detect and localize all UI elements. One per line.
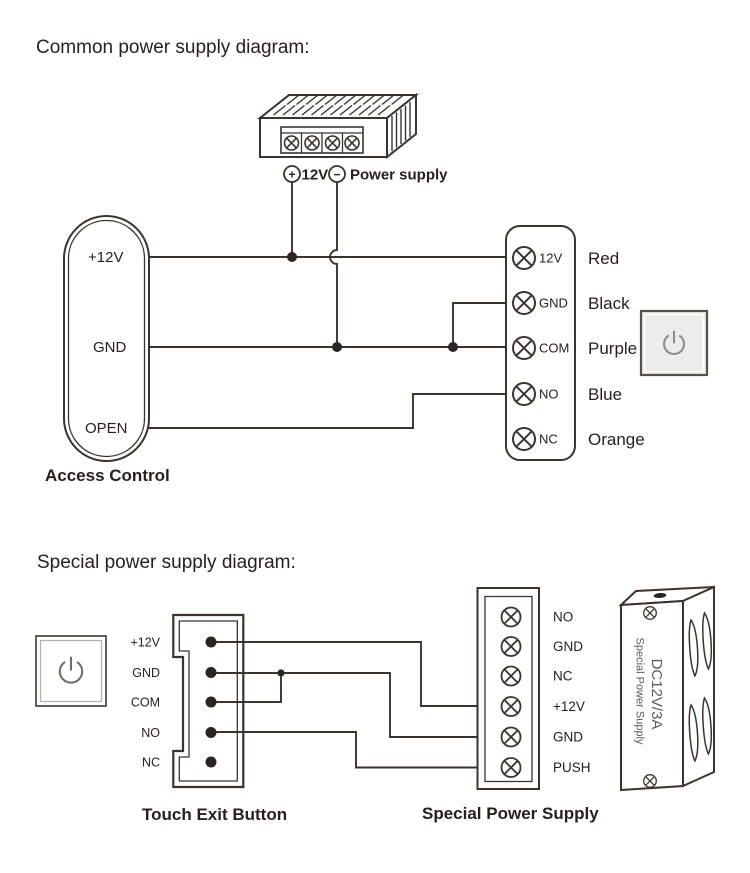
screw-terminal-icon	[500, 726, 522, 748]
screw-terminal-icon	[500, 696, 522, 717]
terminal-label: GND	[539, 296, 568, 311]
box-model-label: DC12V/3A	[648, 659, 665, 730]
minus-sign: −	[333, 168, 340, 182]
screw-terminal-icon	[512, 382, 536, 406]
connector-pin	[205, 636, 217, 648]
terminal-label: GND	[553, 639, 583, 654]
reader-terminal-label: GND	[93, 339, 127, 356]
special-wires	[205, 636, 501, 769]
reader-body	[63, 215, 150, 462]
screw-terminal-icon	[512, 246, 536, 270]
side-hatch-lines	[391, 102, 411, 151]
wire-12v	[211, 641, 501, 707]
access-control-device: +12V GND OPEN Access Control	[45, 215, 170, 485]
junction-dot	[287, 252, 297, 262]
screw-terminal-icon	[500, 636, 522, 657]
screw-terminal-icon	[344, 135, 360, 151]
connector-pin	[205, 727, 217, 738]
top-hatch-lines	[263, 94, 404, 116]
section-title: Common power supply diagram:	[36, 37, 310, 58]
screw-terminal-icon	[512, 336, 536, 360]
box-side-face	[682, 585, 715, 788]
wire-gnd-branch	[452, 302, 506, 347]
special-supply-caption: Special Power Supply	[422, 804, 599, 823]
pin-label: COM	[131, 696, 160, 710]
terminal-label: NO	[539, 387, 559, 402]
terminal-strip	[280, 126, 364, 154]
wire-color-label: Orange	[588, 430, 645, 449]
special-power-supply-diagram: Special power supply diagram: +12V GND C…	[35, 552, 715, 824]
terminal-label: GND	[553, 730, 583, 745]
screw-terminal-icon	[500, 606, 522, 628]
wire-color-label: Purple	[588, 339, 637, 358]
screw-terminal-icon	[304, 135, 320, 151]
strip-inner	[484, 595, 533, 783]
supply-polarity: + 12V − Power supply	[283, 165, 448, 184]
terminal-label: PUSH	[553, 760, 591, 775]
terminal-label: 12V	[539, 251, 562, 266]
reader-terminal-label: +12V	[88, 249, 123, 266]
screw-terminal-icon	[643, 774, 657, 788]
wire-gnd	[211, 672, 501, 738]
screw-terminal-icon	[324, 135, 341, 151]
voltage-label: 12V	[302, 167, 329, 184]
terminal-label: COM	[539, 341, 569, 356]
wire-minus-down-with-hop	[329, 182, 338, 347]
screw-terminal-icon	[512, 291, 536, 315]
power-supply-unit	[257, 92, 419, 160]
terminal-label: NO	[553, 610, 573, 625]
wire-open-no	[148, 393, 506, 429]
wire-color-label: Red	[588, 249, 619, 268]
box-top-hole	[653, 592, 667, 599]
plus-sign: +	[288, 168, 295, 182]
reader-inner-line	[67, 219, 146, 458]
reader-terminal-label: OPEN	[85, 420, 128, 437]
wire-color-label: Blue	[588, 385, 622, 404]
section-title: Special power supply diagram:	[37, 552, 296, 573]
screw-terminal-icon	[283, 135, 300, 151]
special-supply-terminal-strip: NO GND NC +12V GND PUSH Special Power Su…	[422, 587, 599, 823]
junction-dot	[448, 342, 458, 352]
screw-terminal-icon	[643, 606, 657, 620]
terminal-label: NC	[539, 432, 558, 447]
wire-com-branch	[211, 673, 282, 703]
access-control-caption: Access Control	[45, 466, 170, 485]
exit-button-caption: Touch Exit Button	[142, 805, 287, 824]
pin-label: NO	[141, 726, 160, 740]
connector-pin	[205, 756, 217, 768]
special-supply-box: DC12V/3A Special Power Supply	[618, 585, 715, 792]
pin-label: GND	[132, 666, 160, 680]
touch-exit-button-device	[35, 635, 107, 707]
terminal-block: 12V GND COM NO NC Red Black Purple Blue …	[505, 225, 645, 461]
screw-terminal-icon	[512, 427, 536, 451]
connector-inner-wall	[178, 620, 238, 782]
pin-label: +12V	[130, 636, 160, 650]
terminal-label: NC	[553, 669, 573, 684]
touch-button	[639, 309, 709, 377]
junction-dot	[277, 669, 285, 677]
terminal-label: +12V	[553, 699, 585, 714]
junction-dot	[332, 342, 342, 352]
screw-terminal-icon	[500, 665, 522, 687]
common-wires	[148, 182, 506, 429]
box-name-label: Special Power Supply	[634, 637, 646, 745]
wire-no-push	[211, 731, 501, 769]
connector-pin	[205, 667, 217, 678]
pin-label: NC	[142, 756, 160, 770]
power-supply-label: Power supply	[350, 167, 448, 184]
common-power-supply-diagram: Common power supply diagram: + 12V −	[36, 37, 709, 485]
box-front-face	[620, 599, 684, 792]
screw-terminal-icon	[500, 757, 522, 778]
wire-color-label: Black	[588, 294, 630, 313]
connector-pin	[205, 696, 217, 708]
